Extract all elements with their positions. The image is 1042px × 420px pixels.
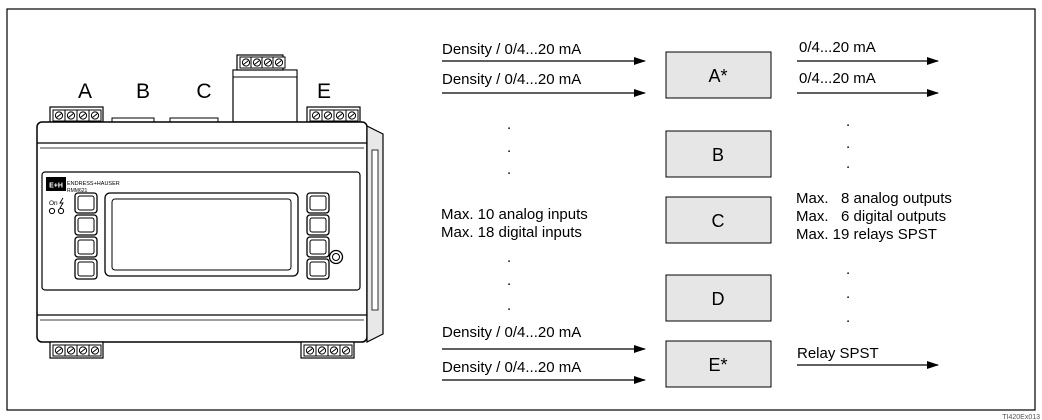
right-button-2 [306,214,330,236]
input-max-analog: Max. 10 analog inputs [441,206,588,223]
inputs-column: Density / 0/4...20 mA Density / 0/4...20… [441,41,646,384]
output-max-analog: Max. 8 analog outputs [796,190,952,207]
svg-text:.: . [846,309,850,326]
slot-label-b: B [136,80,150,103]
module-label-d: D [712,289,725,309]
input-a1-label: Density / 0/4...20 mA [442,41,581,58]
right-button-3 [306,236,330,258]
svg-text:.: . [846,261,850,278]
input-a2-label: Density / 0/4...20 mA [442,71,581,88]
input-e1-label: Density / 0/4...20 mA [442,324,581,341]
display-screen [111,198,292,271]
input-max-digital: Max. 18 digital inputs [441,224,582,241]
slot-d-module [232,69,298,123]
input-dots-lower: ... [507,249,511,314]
svg-text:.: . [846,155,850,172]
model-name: RMM621 [67,188,88,194]
slot-label-e: E [317,80,331,103]
module-label-e: E* [708,355,727,375]
brand-logo-text: E+H [49,183,63,190]
input-e2-label: Density / 0/4...20 mA [442,359,581,376]
svg-text:.: . [846,113,850,130]
outputs-column: 0/4...20 mA 0/4...20 mA ... Max. 8 analo… [796,39,952,369]
module-boxes: A* B C D E* [665,51,772,388]
bottom-left-terminal [49,341,104,359]
output-dots-lower: ... [846,261,850,326]
left-button-1 [74,192,98,214]
figure-id: TI420Ex013 [1002,414,1040,420]
bottom-right-terminal [300,341,355,359]
alarm-icon [59,197,64,209]
input-dots-upper: ... [507,116,511,178]
svg-text:.: . [846,285,850,302]
output-a1-label: 0/4...20 mA [799,39,876,56]
module-label-a: A* [708,66,727,86]
module-box-a [665,51,772,99]
left-button-2 [74,214,98,236]
right-button-1 [306,192,330,214]
module-label-b: B [712,145,724,165]
svg-text:.: . [507,272,511,289]
output-max-relays: Max. 19 relays SPST [796,226,937,243]
output-max-digital: Max. 6 digital outputs [796,208,946,225]
brand-logo [46,177,66,191]
slot-label-c: C [196,80,211,103]
svg-text:.: . [507,116,511,133]
slot-a-terminal [49,106,104,124]
slot-label-a: A [78,80,92,103]
led-on [48,207,56,215]
module-box-b [665,130,772,178]
led-alarm [57,207,65,215]
output-e1-label: Relay SPST [797,345,879,362]
device-illustration: A B C D E [36,54,384,359]
svg-text:.: . [507,297,511,314]
output-a2-label: 0/4...20 mA [799,70,876,87]
module-label-c: C [712,211,725,231]
left-button-4 [74,258,98,280]
svg-text:.: . [507,161,511,178]
module-box-d [665,274,772,322]
module-box-c [665,196,772,244]
left-button-3 [74,236,98,258]
slot-e-terminal [306,106,361,124]
svg-text:.: . [846,135,850,152]
output-dots-upper: ... [846,113,850,172]
right-button-4 [306,258,330,280]
svg-text:.: . [507,139,511,156]
led-label: On [49,200,58,207]
brand-name: ENDRESS+HAUSER [67,181,120,187]
module-box-e [665,340,772,388]
slot-d-terminal [236,54,286,71]
svg-text:.: . [507,249,511,266]
